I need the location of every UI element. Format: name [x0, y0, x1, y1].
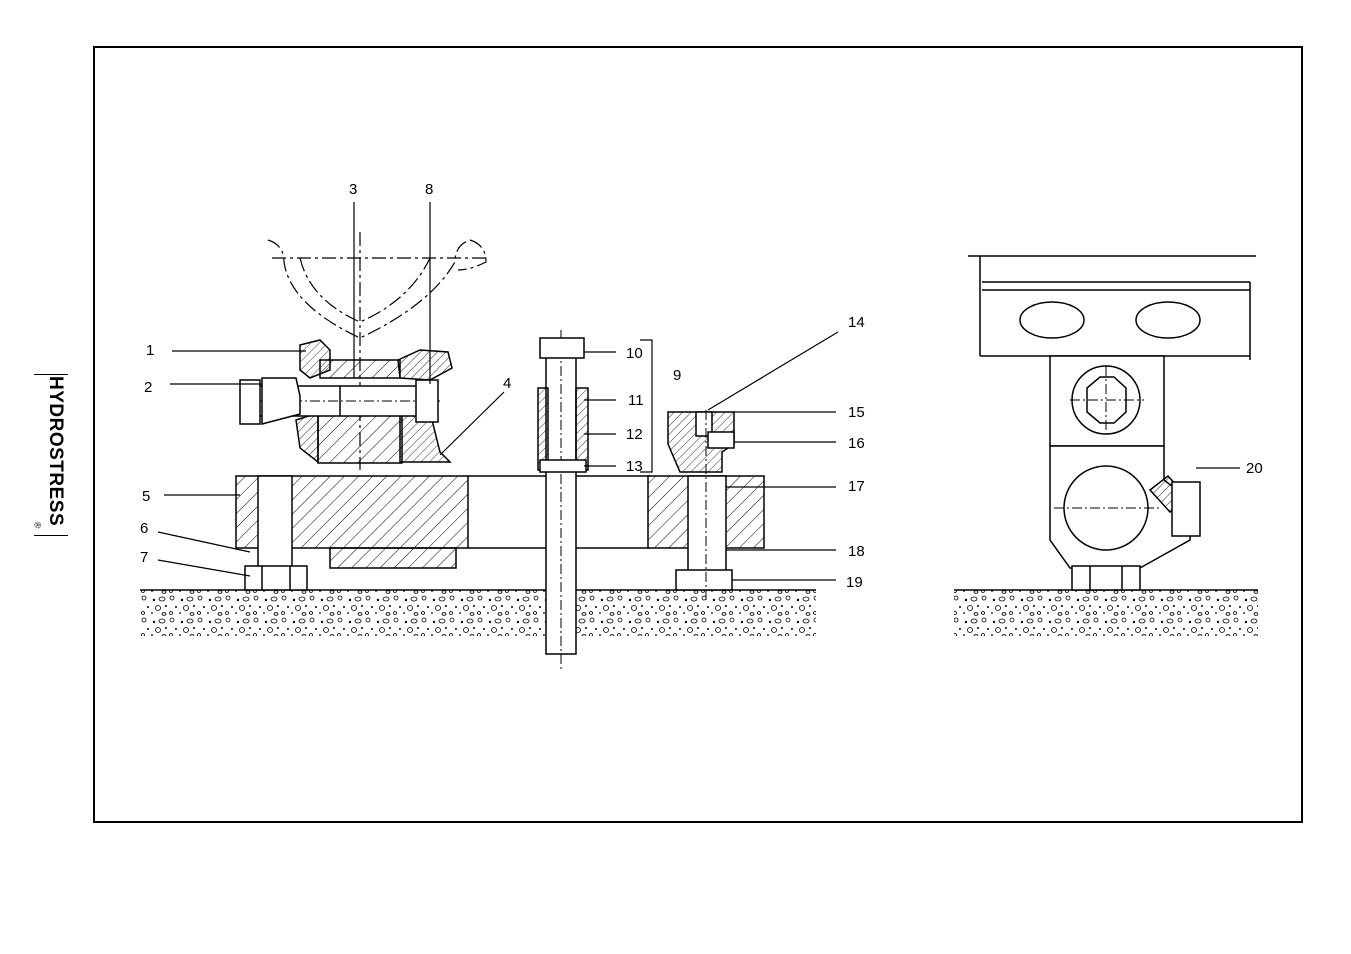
- callout-8: 8: [425, 181, 433, 198]
- callout-4: 4: [503, 375, 511, 392]
- callout-20: 20: [1246, 460, 1263, 477]
- concrete-ground-left: [140, 590, 816, 636]
- callout-5: 5: [142, 488, 150, 505]
- callout-18: 18: [848, 543, 865, 560]
- callout-9: 9: [673, 367, 681, 384]
- drawing-frame: [93, 46, 1303, 823]
- leader-14: [707, 331, 839, 411]
- callout-7: 7: [140, 549, 148, 566]
- concrete-ground-right: [954, 590, 1258, 636]
- leader-6: [157, 531, 251, 553]
- callout-6: 6: [140, 520, 148, 537]
- callout-13: 13: [626, 458, 643, 475]
- brand-rule-bottom: [34, 535, 68, 536]
- callout-11: 11: [628, 392, 644, 409]
- leader-7: [157, 559, 251, 577]
- callout-2: 2: [144, 379, 152, 396]
- callout-3: 3: [349, 181, 357, 198]
- callout-15: 15: [848, 404, 865, 421]
- callout-1: 1: [146, 342, 154, 359]
- callout-17: 17: [848, 478, 865, 495]
- rail-profile-outline: [267, 232, 490, 470]
- bracket-9: [640, 339, 653, 473]
- callout-14: 14: [848, 314, 865, 331]
- leader-4: [439, 391, 505, 456]
- callout-12: 12: [626, 426, 643, 443]
- section-view-left: [140, 232, 816, 670]
- callout-19: 19: [846, 574, 863, 591]
- brand-rule-top: [34, 374, 68, 375]
- callout-labels: 1 2 3 4 5 6 7 8 9 10 11 12 13 14 15 16 1…: [140, 181, 1263, 591]
- callout-16: 16: [848, 435, 865, 452]
- side-view-right: [954, 255, 1258, 636]
- callout-10: 10: [626, 345, 643, 362]
- callout-leaders: [157, 202, 1240, 581]
